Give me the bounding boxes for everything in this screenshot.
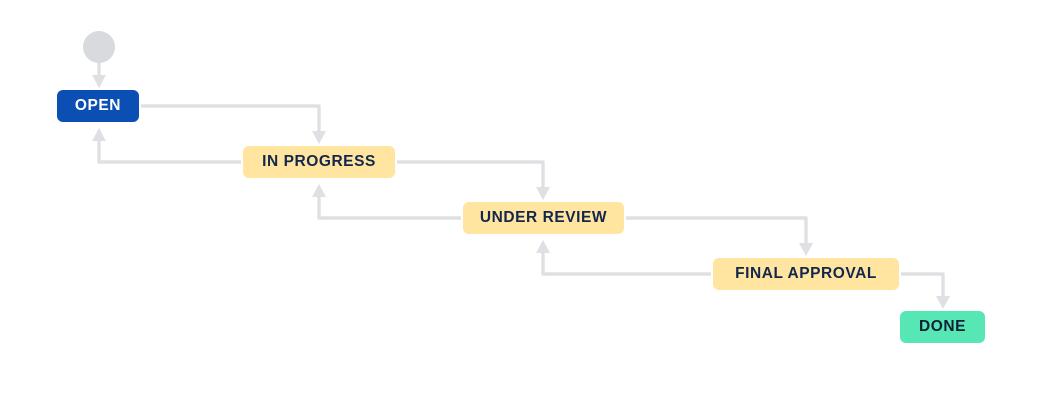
arrowhead-down-icon xyxy=(936,296,950,309)
arrowhead-up-icon xyxy=(536,240,550,253)
status-node-label: OPEN xyxy=(74,97,122,115)
edge-final-approval-to-under-review xyxy=(536,240,711,276)
arrowhead-down-icon xyxy=(312,131,326,144)
status-node-done[interactable]: DONE xyxy=(900,311,985,343)
arrowhead-up-icon xyxy=(312,184,326,197)
status-node-label: IN PROGRESS xyxy=(262,153,376,171)
edge-in-progress-to-open xyxy=(92,128,241,164)
status-node-label: DONE xyxy=(919,318,966,336)
edge-open-to-in-progress xyxy=(141,104,326,144)
status-node-open[interactable]: OPEN xyxy=(57,90,139,122)
status-node-in-progress[interactable]: IN PROGRESS xyxy=(243,146,395,178)
arrowhead-up-icon xyxy=(92,128,106,141)
start-circle-icon xyxy=(83,31,115,63)
edge-start-to-open xyxy=(92,60,106,88)
arrowhead-down-icon xyxy=(799,243,813,256)
arrowhead-down-icon xyxy=(92,75,106,88)
status-node-label: UNDER REVIEW xyxy=(479,209,608,227)
edge-final-approval-to-done xyxy=(901,272,950,309)
arrowhead-down-icon xyxy=(536,187,550,200)
edge-in-progress-to-under-review xyxy=(397,160,550,200)
status-node-final-approval[interactable]: FINAL APPROVAL xyxy=(713,258,899,290)
edge-under-review-to-in-progress xyxy=(312,184,461,220)
status-node-under-review[interactable]: UNDER REVIEW xyxy=(463,202,624,234)
status-node-label: FINAL APPROVAL xyxy=(735,265,877,283)
edge-under-review-to-final-approval xyxy=(626,216,813,256)
